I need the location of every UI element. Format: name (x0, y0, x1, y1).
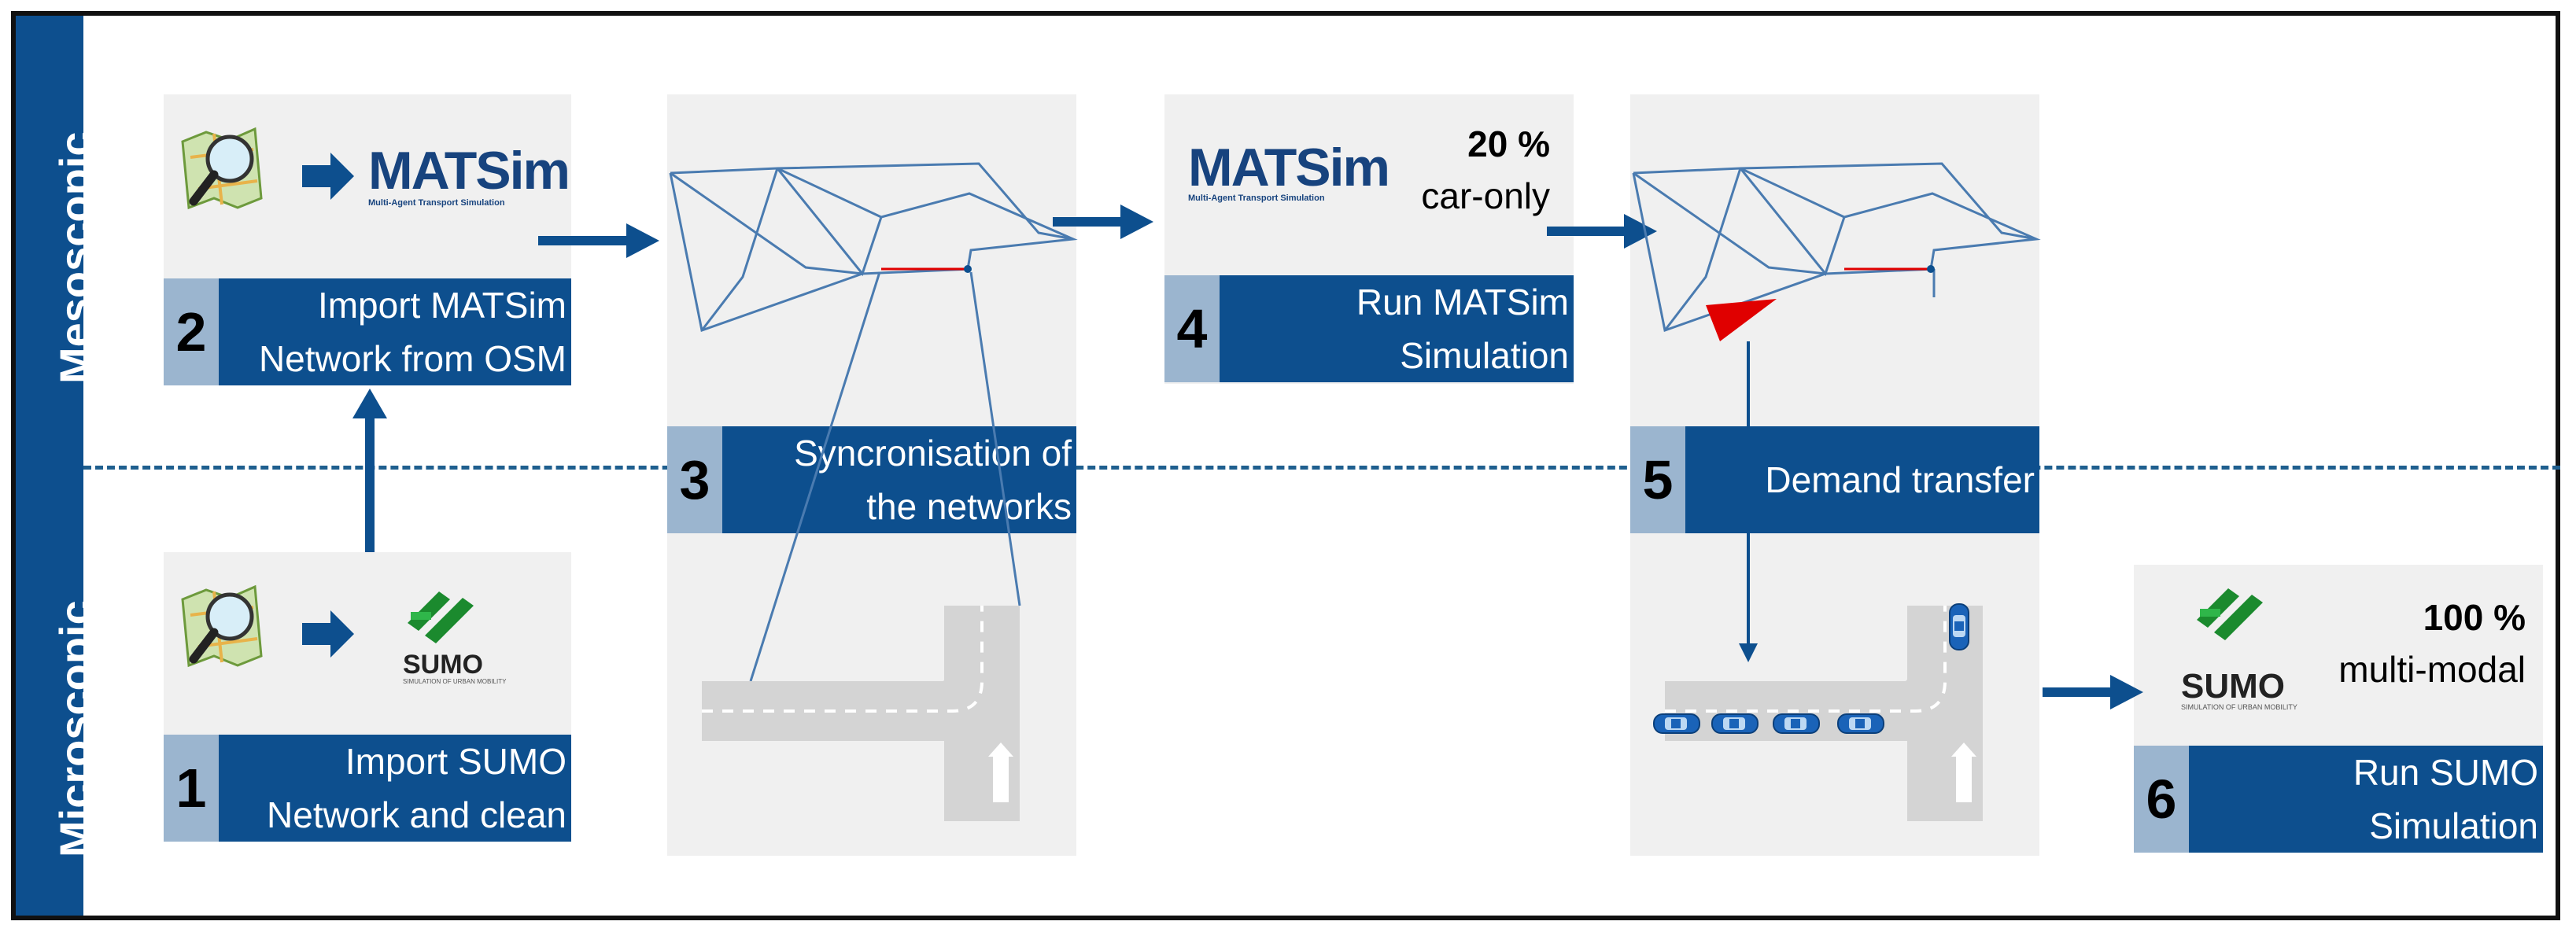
car-icon (1711, 713, 1759, 734)
step-3-line1: Syncronisation of (794, 433, 1072, 474)
flow-arrows (352, 205, 2143, 709)
matsim-demand-share: 20 % car-only (1353, 118, 1550, 222)
car-icon (1773, 713, 1820, 734)
sumo-name-step6: SUMO (2181, 667, 2285, 706)
step-4-number: 4 (1164, 275, 1220, 382)
sumo-percent: 100 % (2423, 597, 2526, 638)
matsim-tagline-step2: Multi-Agent Transport Simulation (368, 198, 505, 208)
car-icon (1653, 713, 1700, 734)
flow-arrow-icon (302, 610, 354, 658)
mesoscopic-band (16, 16, 83, 466)
osm-magnifier-icon (183, 129, 261, 208)
step-5-bar: 5 Demand transfer (1630, 426, 2039, 533)
step-1-bar: 1 Import SUMO Network and clean (164, 735, 571, 842)
step-6-number: 6 (2134, 746, 2189, 853)
sumo-mode: multi-modal (2338, 649, 2526, 690)
network-node (1927, 265, 1935, 273)
network-node (964, 265, 972, 273)
sumo-logo-icon (408, 591, 474, 643)
sumo-logo-icon (2197, 588, 2263, 640)
step-2-line1: Import MATSim (317, 285, 566, 326)
step-6-bar: 6 Run SUMO Simulation (2134, 746, 2543, 853)
step-3-line2: the networks (866, 486, 1072, 527)
microscopic-road-step3 (702, 606, 1020, 821)
microscopic-band (16, 466, 83, 916)
step-1-line2: Network and clean (267, 794, 566, 835)
step-4-line1: Run MATSim (1356, 282, 1569, 322)
level-divider (83, 466, 2560, 470)
car-icon (1949, 603, 1969, 650)
matsim-mode: car-only (1421, 175, 1550, 216)
demand-transfer-arrow (1739, 341, 1758, 662)
step-6-line1: Run SUMO (2353, 752, 2538, 793)
step-2-number: 2 (164, 278, 219, 385)
matsim-percent: 20 % (1467, 123, 1550, 164)
step-6-line2: Simulation (2369, 805, 2538, 846)
step-4-line2: Simulation (1400, 335, 1569, 376)
demand-origin-zone (1706, 299, 1777, 341)
microscopic-road-step5 (1665, 606, 1983, 821)
matsim-logo-step2: MATSim (368, 141, 570, 201)
step-5-line1: Demand transfer (1765, 459, 2035, 500)
step-2-line2: Network from OSM (258, 338, 566, 379)
matsim-tagline-step4: Multi-Agent Transport Simulation (1188, 193, 1325, 203)
sumo-tagline-step6: SIMULATION OF URBAN MOBILITY (2181, 703, 2297, 711)
step-5-number: 5 (1630, 426, 1685, 533)
sumo-tagline-step1: SIMULATION OF URBAN MOBILITY (403, 678, 507, 685)
sumo-name-step1: SUMO (403, 650, 483, 680)
step-3-number: 3 (667, 426, 722, 533)
osm-magnifier-icon (183, 587, 261, 665)
matsim-logo-step4: MATSim (1188, 138, 1390, 197)
step-1-line1: Import SUMO (345, 741, 566, 782)
mesoscopic-network (669, 162, 1078, 682)
step-1-number: 1 (164, 735, 219, 842)
step-3-bar: 3 Syncronisation of the networks (667, 426, 1076, 533)
sumo-demand-share: 100 % multi-modal (2282, 591, 2526, 695)
mesoscopic-network-copy (1632, 162, 2041, 332)
flow-arrow-icon (302, 153, 354, 200)
car-icon (1837, 713, 1884, 734)
